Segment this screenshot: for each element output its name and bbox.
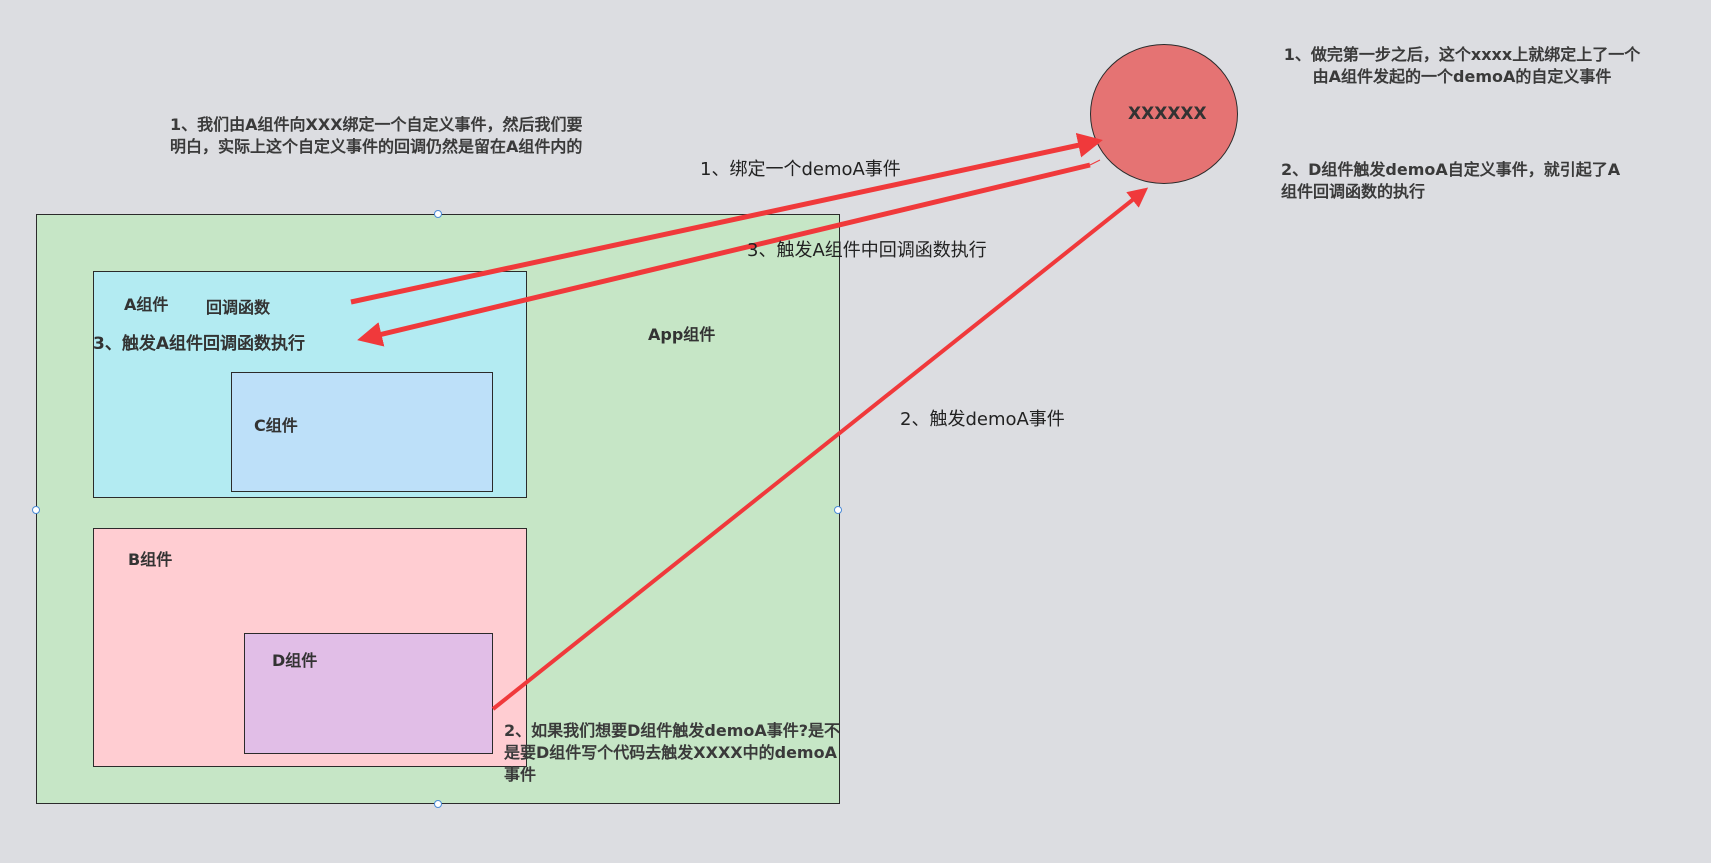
c-component-label: C组件 <box>254 416 298 435</box>
arrow-bind-label: 1、绑定一个demoA事件 <box>700 159 901 180</box>
resize-handle-top[interactable] <box>434 210 442 218</box>
c-component-box <box>231 372 493 492</box>
arrow-exec-label: 3、触发A组件中回调函数执行 <box>747 240 987 261</box>
resize-handle-right[interactable] <box>834 506 842 514</box>
note-top-left: 1、我们由A组件向XXX绑定一个自定义事件，然后我们要明白，实际上这个自定义事件… <box>170 115 583 156</box>
a-callback-label: 回调函数 <box>206 298 271 317</box>
xxx-node-circle <box>1090 44 1238 184</box>
arrow-trigger-callback <box>357 162 1091 347</box>
xxx-node-label: XXXXXX <box>1128 104 1207 124</box>
arrow-thin-xxx-to-a <box>1089 159 1101 166</box>
note-bottom: 2、如果我们想要D组件触发demoA事件?是不是要D组件写个代码去触发XXXX中… <box>504 721 841 784</box>
resize-handle-left[interactable] <box>32 506 40 514</box>
app-component-label: App组件 <box>648 325 716 344</box>
arrow-fire-label: 2、触发demoA事件 <box>900 409 1065 430</box>
d-component-label: D组件 <box>272 651 318 670</box>
note-right-2: 2、D组件触发demoA自定义事件，就引起了A组件回调函数的执行 <box>1281 160 1621 201</box>
a-component-label: A组件 <box>124 295 169 314</box>
a-trigger-label: 3、触发A组件回调函数执行 <box>93 334 305 354</box>
resize-handle-bottom[interactable] <box>434 800 442 808</box>
d-component-box <box>244 633 493 754</box>
b-component-label: B组件 <box>128 550 173 569</box>
arrow-bind-demoA <box>350 132 1103 305</box>
arrow-fire-demoA <box>491 187 1149 711</box>
note-right-1: 1、做完第一步之后，这个xxxx上就绑定上了一个由A组件发起的一个demoA的自… <box>1283 45 1641 86</box>
